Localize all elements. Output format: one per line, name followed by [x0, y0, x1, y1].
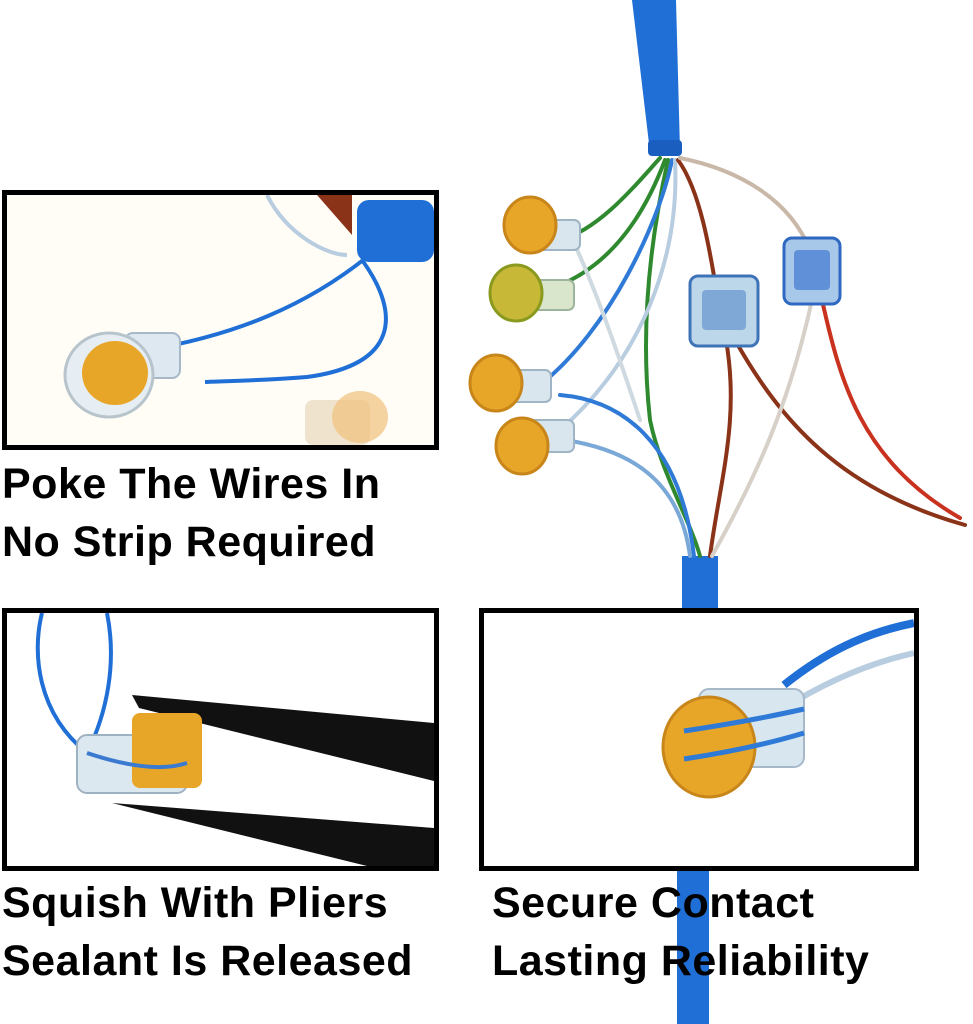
cable-jacket-end-top	[648, 140, 682, 156]
caption-squish-line2: Sealant Is Released	[2, 937, 414, 985]
caption-poke: Poke The Wires In No Strip Required	[2, 455, 442, 571]
clear-connector-middle	[688, 274, 760, 348]
gold-connector-1	[502, 195, 581, 255]
gold-connector-2	[488, 263, 575, 323]
caption-secure-word-1: Secure	[492, 879, 639, 927]
panel-squish-pliers	[2, 608, 439, 871]
wire-bundle-right	[676, 156, 967, 558]
gold-connector-4	[494, 416, 575, 476]
gold-connector-3	[468, 353, 552, 413]
caption-poke-line2: No Strip Required	[2, 518, 377, 566]
panel-poke-wires	[2, 190, 439, 450]
connector-wire-insertion-icon	[7, 195, 434, 445]
blue-cable-tail	[677, 860, 709, 1024]
caption-squish-word-2: With	[160, 879, 256, 927]
wire-bundle-left	[538, 156, 702, 558]
caption-squish-word-1: Squish	[2, 879, 149, 927]
caption-squish-line1: Squish With Pliers	[2, 874, 442, 932]
caption-secure-line1: Secure Contact	[492, 874, 912, 932]
crimped-connector-icon	[484, 613, 914, 866]
caption-squish-word-3: Pliers	[268, 879, 389, 927]
caption-squish: Squish With Pliers Sealant Is Released	[2, 874, 442, 990]
caption-poke-line1: Poke The Wires In	[2, 460, 381, 508]
pliers-crimping-connector-icon	[7, 613, 434, 866]
panel-secure-contact	[479, 608, 919, 871]
caption-secure-word-2: Contact	[650, 879, 815, 927]
caption-secure: Secure Contact Lasting Reliability	[492, 874, 912, 990]
caption-secure-line2: Lasting Reliability	[492, 937, 870, 985]
blue-cable-top	[632, 0, 680, 152]
clear-connector-right	[782, 236, 842, 306]
blue-cable-bottom	[682, 556, 718, 616]
